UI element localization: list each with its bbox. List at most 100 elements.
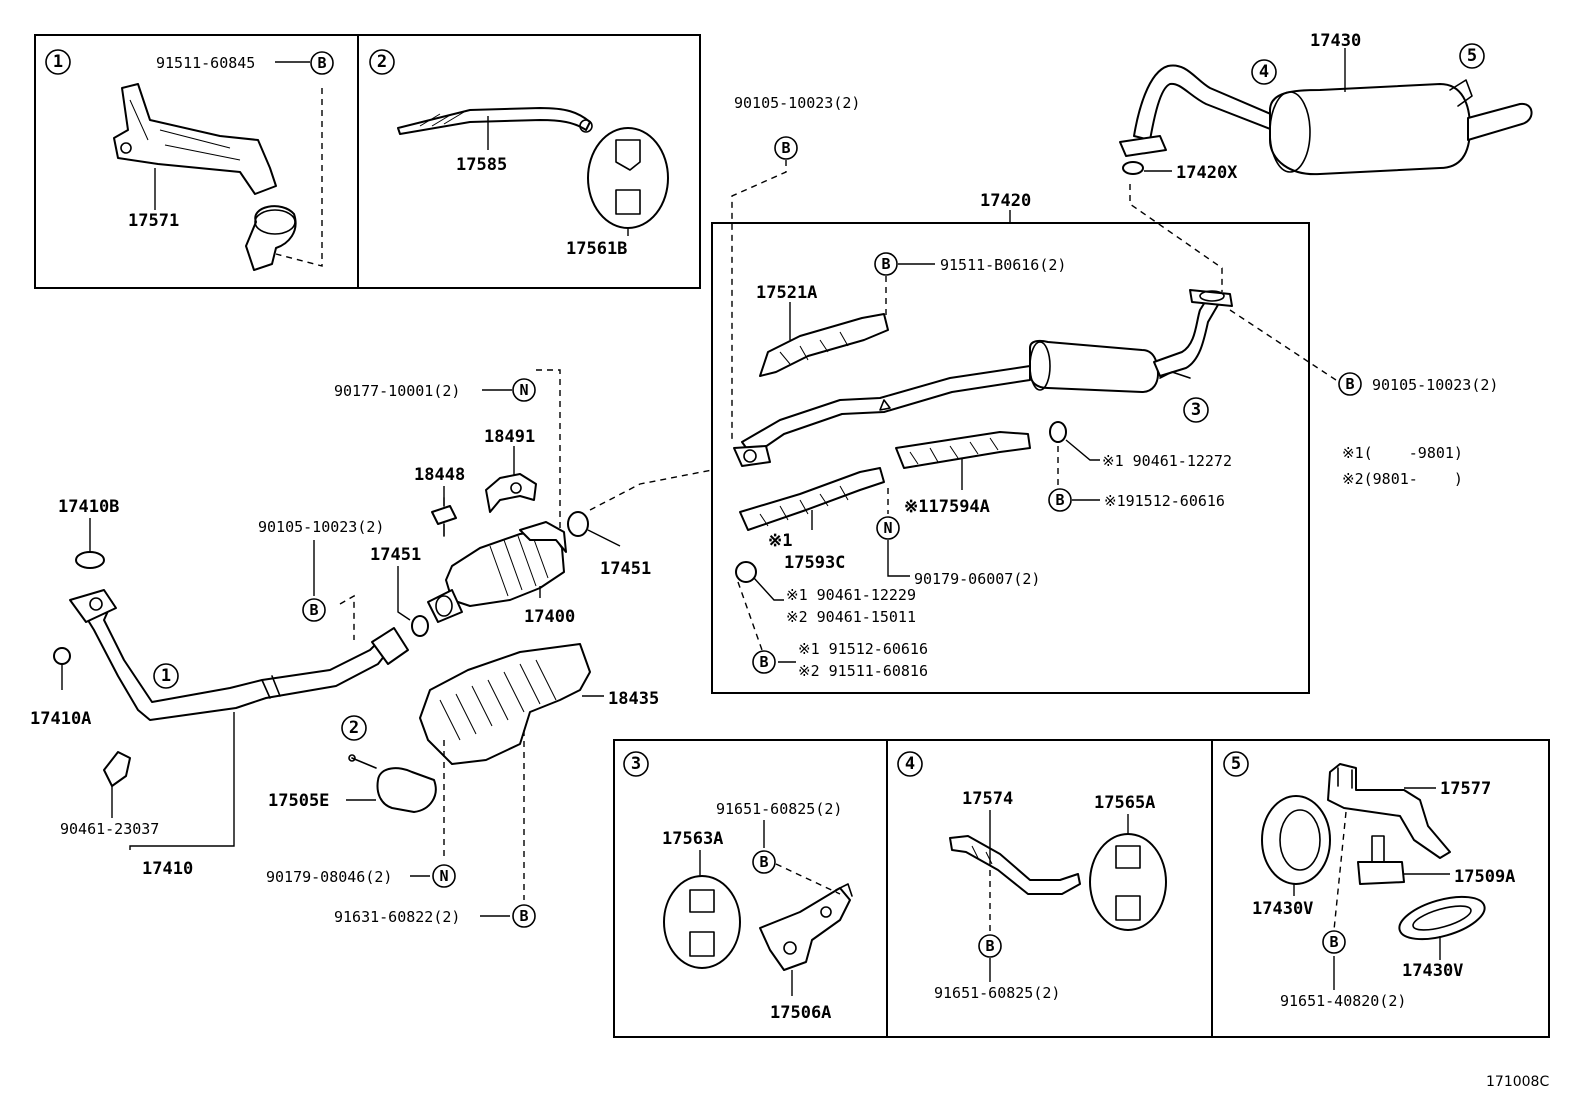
- detail-1-bracket: [113, 83, 277, 195]
- rubber-hanger-17563a: [663, 875, 741, 969]
- dash-91651-60825-a: [775, 863, 841, 895]
- detail-number-2-box: 2: [369, 49, 395, 75]
- detail-2-bracket-17585: [397, 107, 593, 135]
- marker-b-91512-60616-top: B: [1048, 488, 1072, 512]
- label-90179-08046: 90179-08046(2): [266, 868, 392, 886]
- label-17451-left: 17451: [370, 545, 421, 565]
- label-17505e: 17505E: [268, 791, 329, 811]
- gasket-17451-left: [411, 615, 429, 637]
- label-star2-91511-60816: ※2 91511-60816: [798, 662, 928, 680]
- marker-n-90179-06007: N: [876, 516, 900, 540]
- label-17410a: 17410A: [30, 709, 91, 729]
- detail-1-clamp: [245, 205, 297, 271]
- label-91651-40820: 91651-40820(2): [1280, 992, 1406, 1010]
- svg-text:1: 1: [53, 52, 63, 72]
- marker-b-91631-60822: B: [512, 904, 536, 928]
- label-star1-90461-12229: ※1 90461-12229: [786, 586, 916, 604]
- svg-text:B: B: [317, 54, 326, 72]
- dash-17420x-to-muffler: [1129, 184, 1223, 292]
- svg-text:B: B: [881, 255, 890, 273]
- label-91651-60825-a: 91651-60825(2): [716, 800, 842, 818]
- tail-pipe-17430: [1119, 64, 1533, 176]
- heat-shield-18435: [419, 643, 591, 765]
- label-star1-17593c-mark: ※1: [768, 531, 792, 551]
- label-17574: 17574: [962, 789, 1013, 809]
- marker-b-91511-b0616: B: [874, 252, 898, 276]
- marker-n-90177-10001: N: [512, 378, 536, 402]
- catalytic-converter-17400: [427, 521, 567, 623]
- label-star1-91512-60616-top: ※191512-60616: [1104, 492, 1225, 510]
- detail-box-3-4-5: [613, 739, 1550, 1038]
- leader-90179-06007: [887, 540, 910, 577]
- marker-b-91651-60825-b: B: [978, 934, 1002, 958]
- label-star1-17594a: ※117594A: [904, 497, 990, 517]
- label-17585: 17585: [456, 155, 507, 175]
- center-pipe-and-muffler: [733, 289, 1233, 467]
- label-17563a: 17563A: [662, 829, 723, 849]
- label-90177-10001: 90177-10001(2): [334, 382, 460, 400]
- detail-number-2-hanger: 2: [341, 715, 367, 741]
- note-star2-range: ※2(9801- ): [1342, 470, 1463, 488]
- leader-17451-left: [397, 566, 411, 621]
- dash-90105-mid: [339, 594, 355, 640]
- label-90461-23037: 90461-23037: [60, 820, 159, 838]
- heat-shield-17593c: [739, 467, 885, 531]
- bushing-90461-12272: [1049, 421, 1067, 443]
- label-17509a: 17509A: [1454, 867, 1515, 887]
- detail-number-5-box: 5: [1223, 751, 1249, 777]
- label-17565a: 17565A: [1094, 793, 1155, 813]
- label-18448: 18448: [414, 465, 465, 485]
- label-star1-91512-60616-bottom: ※1 91512-60616: [798, 640, 928, 658]
- svg-text:B: B: [1345, 375, 1354, 393]
- gasket-17410a: [53, 647, 71, 665]
- svg-text:B: B: [1329, 933, 1338, 951]
- dash-gasket-to-pipe: [589, 469, 713, 511]
- label-18491: 18491: [484, 427, 535, 447]
- svg-text:B: B: [985, 937, 994, 955]
- gasket-17430v-b: [1398, 895, 1486, 941]
- bushing-90461-12229: [735, 561, 757, 583]
- marker-n-90179-08046: N: [432, 864, 456, 888]
- label-17561b: 17561B: [566, 239, 627, 259]
- label-17506a: 17506A: [770, 1003, 831, 1023]
- label-91631-60822: 91631-60822(2): [334, 908, 460, 926]
- heat-shield-17594a: [895, 431, 1031, 469]
- gasket-17451-right: [567, 511, 589, 537]
- note-star1-range: ※1( -9801): [1342, 444, 1463, 462]
- label-17430: 17430: [1310, 31, 1361, 51]
- gasket-17420x: [1122, 161, 1144, 175]
- label-star2-90461-15011: ※2 90461-15011: [786, 608, 916, 626]
- dash-91651-40820: [1333, 811, 1347, 931]
- svg-text:B: B: [1055, 491, 1064, 509]
- svg-text:5: 5: [1467, 46, 1477, 66]
- heat-shield-17521a: [759, 313, 889, 377]
- svg-text:B: B: [759, 853, 768, 871]
- label-17420: 17420: [980, 191, 1031, 211]
- rubber-hanger-17565a: [1089, 833, 1167, 931]
- svg-text:2: 2: [377, 52, 387, 72]
- label-90105-10023-mid: 90105-10023(2): [258, 518, 384, 536]
- dash-90461-12229: [737, 581, 763, 651]
- svg-text:3: 3: [1191, 400, 1201, 420]
- label-90105-10023-top: 90105-10023(2): [734, 94, 860, 112]
- figure-code: 171008C: [1486, 1074, 1549, 1090]
- label-91511-60845: 91511-60845: [156, 54, 255, 72]
- label-91651-60825-b: 91651-60825(2): [934, 984, 1060, 1002]
- label-17593c: 17593C: [784, 553, 845, 573]
- label-17410: 17410: [142, 859, 193, 879]
- svg-text:4: 4: [1259, 62, 1269, 82]
- svg-text:B: B: [309, 601, 318, 619]
- label-91511-b0616: 91511-B0616(2): [940, 256, 1066, 274]
- svg-text:B: B: [759, 653, 768, 671]
- stud-17509a: [1357, 835, 1405, 885]
- svg-text:N: N: [883, 519, 892, 537]
- marker-b-91512-60616-bottom: B: [752, 650, 776, 674]
- front-pipe-17410: [69, 589, 409, 721]
- svg-text:B: B: [781, 139, 790, 157]
- svg-text:3: 3: [631, 754, 641, 774]
- marker-b-91651-60825-a: B: [752, 850, 776, 874]
- detail-number-4-box: 4: [897, 751, 923, 777]
- sensor-18448: [431, 497, 457, 537]
- svg-text:4: 4: [905, 754, 915, 774]
